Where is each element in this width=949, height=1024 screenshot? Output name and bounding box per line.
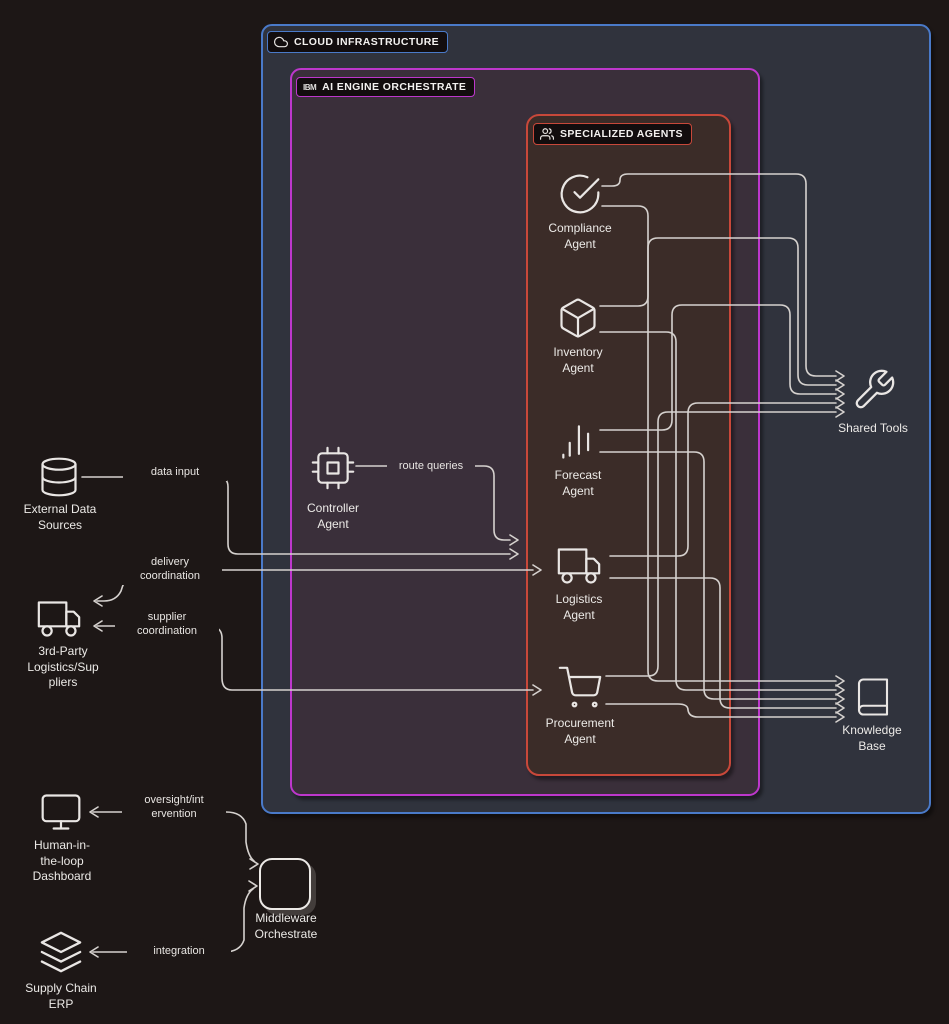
cloud-icon [274, 35, 288, 49]
check-circle-icon [558, 172, 602, 216]
specialized-agents-label: SPECIALIZED AGENTS [560, 128, 683, 140]
book-icon [852, 676, 894, 718]
bar-chart-icon [556, 419, 600, 463]
truck-icon [556, 544, 602, 588]
ai-engine-orchestrate-label: AI ENGINE ORCHESTRATE [322, 81, 467, 93]
users-icon [540, 127, 554, 141]
package-icon [556, 296, 600, 340]
truck-icon [36, 597, 82, 641]
ai-engine-orchestrate-badge: IBM AI ENGINE ORCHESTRATE [296, 77, 476, 97]
cloud-infrastructure-badge: CLOUD INFRASTRUCTURE [267, 31, 449, 53]
cloud-infrastructure-label: CLOUD INFRASTRUCTURE [294, 36, 440, 48]
cpu-icon [311, 446, 355, 490]
layers-icon [38, 929, 84, 975]
specialized-agents-badge: SPECIALIZED AGENTS [533, 123, 692, 145]
wrench-icon [851, 367, 897, 413]
ibm-logo: IBM [303, 82, 317, 92]
shopping-cart-icon [558, 666, 602, 710]
monitor-icon [38, 790, 84, 834]
database-icon [37, 455, 81, 499]
